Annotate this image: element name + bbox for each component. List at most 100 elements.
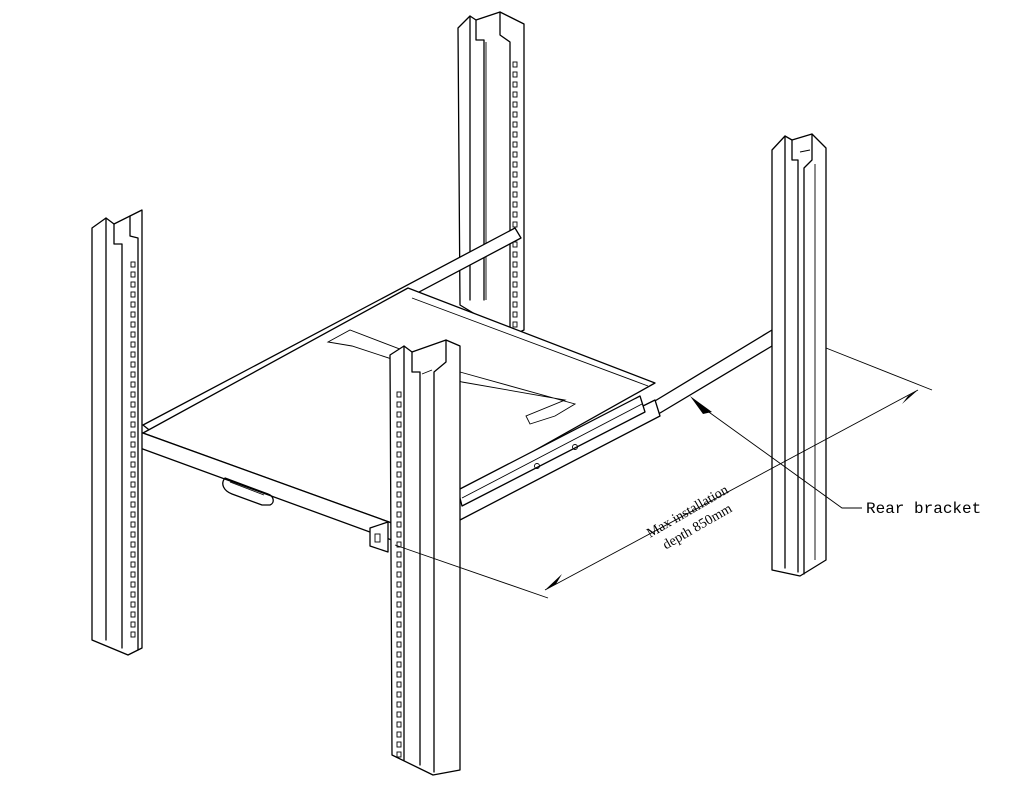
front-left-post-holes	[130, 261, 136, 638]
mounting-hole	[396, 711, 402, 718]
mounting-hole	[396, 561, 402, 568]
rear-bracket-leader	[690, 396, 862, 509]
mounting-hole	[512, 181, 518, 188]
mounting-hole	[396, 691, 402, 698]
mounting-hole	[396, 551, 402, 558]
mounting-hole	[512, 211, 518, 218]
mounting-hole	[512, 271, 518, 278]
mounting-hole	[396, 511, 402, 518]
mounting-hole	[396, 441, 402, 448]
mounting-hole	[130, 631, 136, 638]
mounting-hole	[512, 161, 518, 168]
mounting-hole	[512, 111, 518, 118]
mounting-hole	[396, 461, 402, 468]
mounting-hole	[512, 81, 518, 88]
mounting-hole	[512, 171, 518, 178]
mounting-hole	[396, 671, 402, 678]
front-right-post-holes	[396, 391, 402, 758]
mounting-hole	[396, 751, 402, 758]
mounting-hole	[130, 461, 136, 468]
mounting-hole	[130, 261, 136, 268]
mounting-hole	[130, 531, 136, 538]
mounting-hole	[130, 391, 136, 398]
mounting-hole	[396, 731, 402, 738]
mounting-hole	[512, 91, 518, 98]
mounting-hole	[130, 301, 136, 308]
mounting-hole	[130, 321, 136, 328]
mounting-hole	[396, 521, 402, 528]
mounting-hole	[130, 291, 136, 298]
mounting-hole	[512, 241, 518, 248]
depth-dimension	[394, 347, 933, 599]
mounting-hole	[130, 431, 136, 438]
mounting-hole	[130, 411, 136, 418]
mounting-hole	[130, 591, 136, 598]
mounting-hole	[130, 571, 136, 578]
mounting-hole	[396, 531, 402, 538]
rear-right-post	[771, 133, 827, 577]
rear-bracket-label: Rear bracket	[866, 500, 981, 518]
mounting-hole	[512, 251, 518, 258]
mounting-hole	[396, 651, 402, 658]
mounting-hole	[512, 201, 518, 208]
mounting-hole	[396, 401, 402, 408]
mounting-hole	[512, 261, 518, 268]
mounting-hole	[396, 601, 402, 608]
mounting-hole	[512, 131, 518, 138]
mounting-hole	[396, 431, 402, 438]
mounting-hole	[396, 701, 402, 708]
mounting-hole	[396, 741, 402, 748]
mounting-hole	[396, 581, 402, 588]
mounting-hole	[396, 421, 402, 428]
mounting-hole	[396, 571, 402, 578]
mounting-hole	[396, 491, 402, 498]
mounting-hole	[512, 311, 518, 318]
mounting-hole	[396, 591, 402, 598]
mounting-hole	[512, 141, 518, 148]
mounting-hole	[130, 271, 136, 278]
mounting-hole	[130, 621, 136, 628]
mounting-hole	[130, 361, 136, 368]
mounting-hole	[130, 601, 136, 608]
mounting-hole	[130, 381, 136, 388]
rear-left-post	[457, 11, 525, 337]
mounting-hole	[130, 421, 136, 428]
mounting-hole	[130, 451, 136, 458]
mounting-hole	[512, 191, 518, 198]
mounting-hole	[130, 471, 136, 478]
mounting-hole	[130, 371, 136, 378]
mounting-hole	[512, 281, 518, 288]
mounting-hole	[130, 491, 136, 498]
mounting-hole	[396, 621, 402, 628]
mounting-hole	[130, 541, 136, 548]
mounting-hole	[396, 611, 402, 618]
mounting-hole	[130, 311, 136, 318]
mounting-hole	[396, 721, 402, 728]
mounting-hole	[130, 341, 136, 348]
mounting-hole	[130, 401, 136, 408]
depth-label: Max installation depth 850mm	[645, 483, 736, 553]
mounting-hole	[130, 521, 136, 528]
mounting-hole	[130, 561, 136, 568]
mounting-hole	[396, 541, 402, 548]
mounting-hole	[130, 331, 136, 338]
mounting-hole	[130, 481, 136, 488]
mounting-hole	[512, 71, 518, 78]
mounting-hole	[130, 351, 136, 358]
mounting-hole	[396, 471, 402, 478]
mounting-hole	[396, 481, 402, 488]
mounting-hole	[130, 551, 136, 558]
mounting-hole	[512, 291, 518, 298]
mounting-hole	[130, 511, 136, 518]
mounting-hole	[512, 101, 518, 108]
mounting-hole	[130, 501, 136, 508]
mounting-hole	[396, 391, 402, 398]
mounting-hole	[512, 301, 518, 308]
mounting-hole	[396, 661, 402, 668]
mounting-hole	[512, 321, 518, 328]
mounting-hole	[512, 61, 518, 68]
front-right-post	[389, 339, 461, 776]
mounting-hole	[512, 151, 518, 158]
mounting-hole	[396, 411, 402, 418]
